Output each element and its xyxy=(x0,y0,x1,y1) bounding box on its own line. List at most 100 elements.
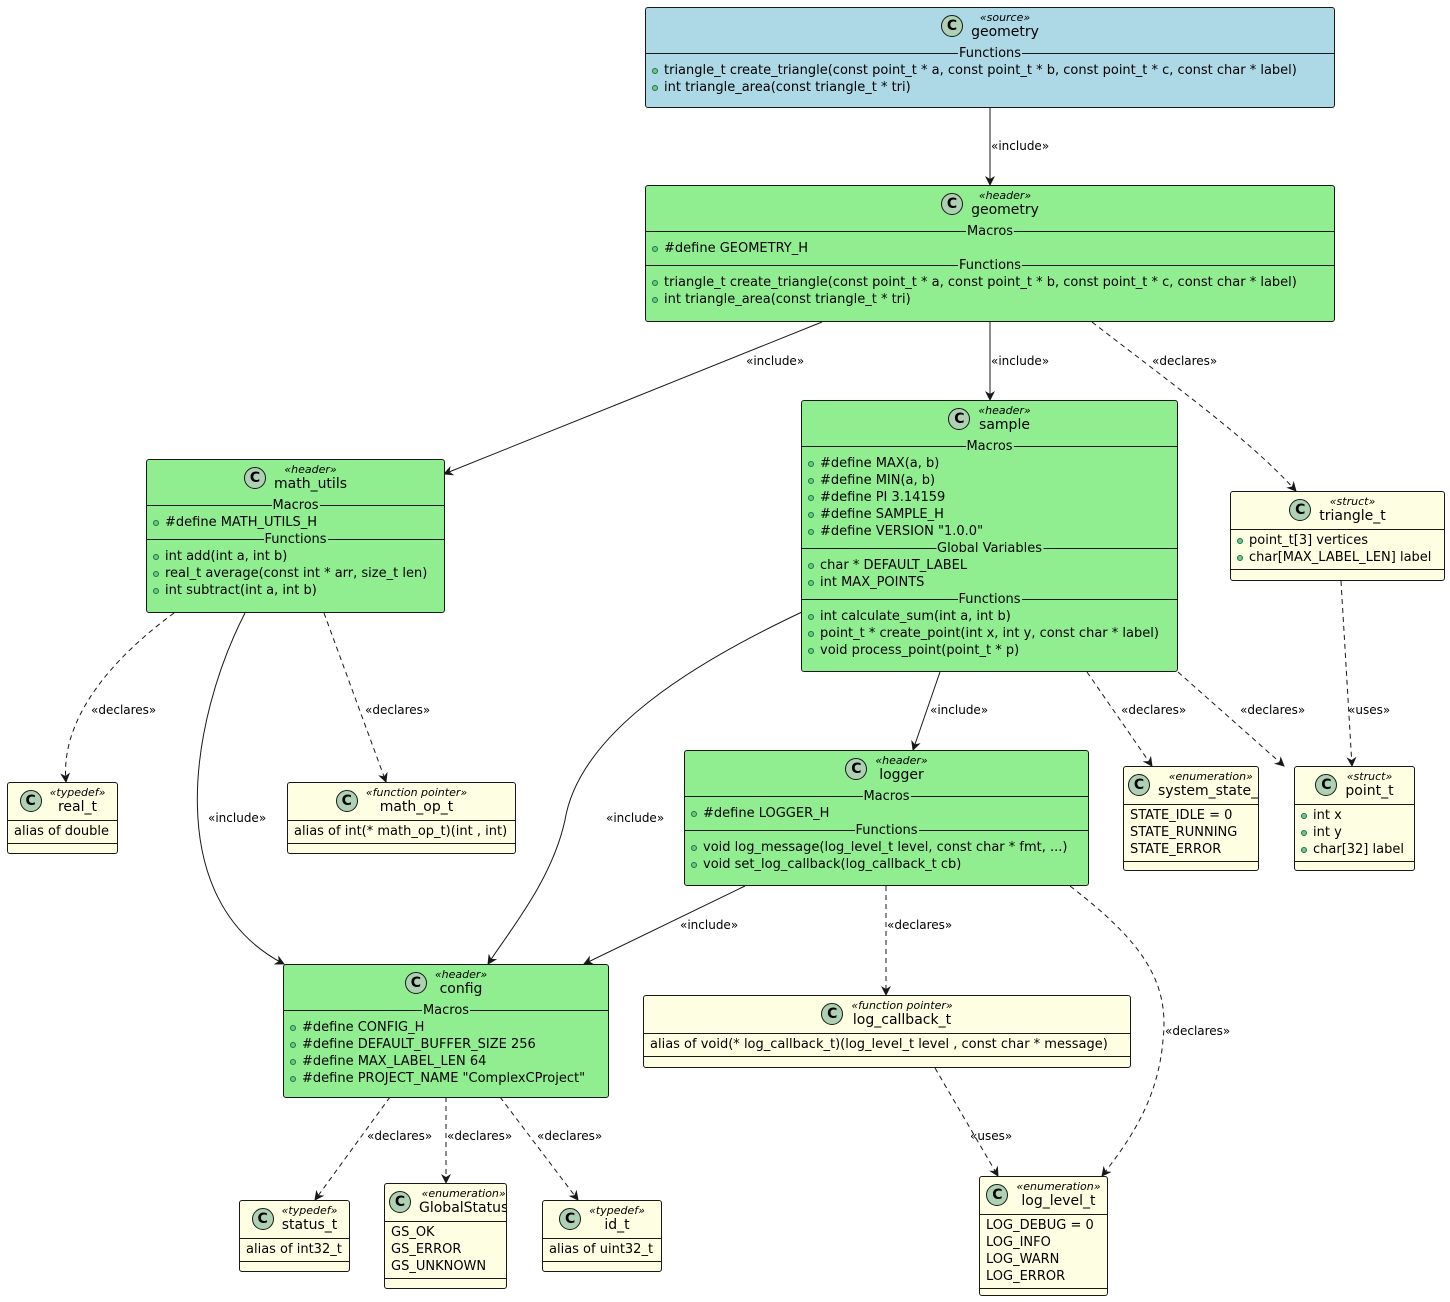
edge-sample-to-point xyxy=(1177,671,1285,767)
function-item: void set_log_callback(log_callback_t cb) xyxy=(685,856,1088,873)
class-name: geometry xyxy=(971,24,1039,40)
stereotype: «header» xyxy=(978,404,1031,417)
class-name: math_utils xyxy=(273,476,347,492)
enum-value: LOG_DEBUG = 0 xyxy=(986,1218,1094,1233)
function-item: int triangle_area(const triangle_t * tri… xyxy=(646,291,1334,308)
function-item: int subtract(int a, int b) xyxy=(147,582,444,599)
function-item: int calculate_sum(int a, int b) xyxy=(802,608,1177,625)
enum-value: GS_OK xyxy=(391,1225,435,1240)
class-icon: C xyxy=(948,408,971,430)
function-item: int add(int a, int b) xyxy=(147,548,444,565)
class-math-op-t[interactable]: C «function pointer» math_op_t alias of … xyxy=(287,782,516,854)
stereotype: «enumeration» xyxy=(421,1187,506,1200)
enum-value: STATE_RUNNING xyxy=(1130,825,1238,840)
class-icon: C xyxy=(404,972,427,994)
enum-value: LOG_ERROR xyxy=(986,1269,1066,1284)
class-status-t[interactable]: C «typedef» status_t alias of int32_t xyxy=(239,1200,350,1272)
class-icon: C xyxy=(19,790,42,812)
field-item: point_t[3] vertices xyxy=(1231,532,1444,549)
edge-label-declares: «declares» xyxy=(1165,1024,1231,1038)
class-log-level-t[interactable]: C «enumeration» log_level_t LOG_DEBUG = … xyxy=(979,1176,1108,1296)
class-name: config xyxy=(439,981,483,997)
section-macros: Macros xyxy=(685,788,1088,805)
edge-label-declares: «declares» xyxy=(1240,703,1306,717)
macro-item: #define DEFAULT_BUFFER_SIZE 256 xyxy=(284,1036,608,1053)
section-macros: Macros xyxy=(802,438,1177,455)
class-name: GlobalStatus xyxy=(419,1200,507,1216)
class-system-state-t[interactable]: C «enumeration» system_state_t STATE_IDL… xyxy=(1123,766,1259,871)
stereotype: «function pointer» xyxy=(365,786,468,799)
field-item: char[32] label xyxy=(1295,841,1414,858)
edge-sample-to-system-state xyxy=(1086,671,1153,767)
macro-item: #define GEOMETRY_H xyxy=(646,240,1334,257)
edge-label-declares: «declares» xyxy=(367,1129,433,1143)
field-item: int y xyxy=(1295,824,1414,841)
class-triangle-t[interactable]: C «struct» triangle_t point_t[3] vertice… xyxy=(1230,491,1445,581)
class-geometry-source[interactable]: C «source» geometry Functions triangle_t… xyxy=(645,7,1335,108)
class-config[interactable]: C «header» config Macros #define CONFIG_… xyxy=(283,964,609,1098)
stereotype: «header» xyxy=(284,463,337,476)
class-log-callback-t[interactable]: C «function pointer» log_callback_t alia… xyxy=(643,995,1131,1068)
class-logger[interactable]: C «header» logger Macros #define LOGGER_… xyxy=(684,750,1089,886)
edge-geometry-to-math-utils xyxy=(443,321,823,476)
function-item: triangle_t create_triangle(const point_t… xyxy=(646,274,1334,291)
class-name: sample xyxy=(979,417,1030,433)
global-item: int MAX_POINTS xyxy=(802,574,1177,591)
macro-item: #define MIN(a, b) xyxy=(802,472,1177,489)
section-macros: Macros xyxy=(284,1002,608,1019)
macro-item: #define MATH_UTILS_H xyxy=(147,514,444,531)
edge-label-declares: «declares» xyxy=(1152,354,1218,368)
class-name: id_t xyxy=(604,1217,630,1233)
stereotype: «source» xyxy=(979,11,1031,24)
function-item: int triangle_area(const triangle_t * tri… xyxy=(646,79,1334,96)
class-point-t[interactable]: C «struct» point_t int x int y char[32] … xyxy=(1294,766,1415,871)
class-id-t[interactable]: C «typedef» id_t alias of uint32_t xyxy=(542,1200,662,1272)
class-icon: C xyxy=(389,1191,411,1213)
stereotype: «typedef» xyxy=(281,1204,338,1217)
stereotype: «struct» xyxy=(1346,770,1393,783)
edge-label-include: «include» xyxy=(991,354,1050,368)
class-icon: C xyxy=(986,1184,1009,1206)
alias-text: alias of uint32_t xyxy=(549,1242,654,1257)
stereotype: «function pointer» xyxy=(851,999,953,1012)
edge-label-declares: «declares» xyxy=(887,918,953,932)
class-icon: C xyxy=(251,1208,274,1230)
edge-label-include: «include» xyxy=(680,918,739,932)
section-functions: Functions xyxy=(147,531,444,548)
edge-label-uses: «uses» xyxy=(970,1129,1013,1143)
alias-text: alias of int(* math_op_t)(int , int) xyxy=(294,824,508,839)
class-icon: C xyxy=(335,790,358,812)
macro-item: #define CONFIG_H xyxy=(284,1019,608,1036)
class-math-utils[interactable]: C «header» math_utils Macros #define MAT… xyxy=(146,459,445,613)
class-real-t[interactable]: C «typedef» real_t alias of double xyxy=(7,782,118,854)
section-functions: Functions xyxy=(646,45,1334,62)
class-geometry-header[interactable]: C «header» geometry Macros #define GEOME… xyxy=(645,185,1335,322)
macro-item: #define PROJECT_NAME "ComplexCProject" xyxy=(284,1070,608,1087)
alias-text: alias of int32_t xyxy=(246,1242,342,1257)
stereotype: «header» xyxy=(875,754,928,767)
macro-item: #define MAX_LABEL_LEN 64 xyxy=(284,1053,608,1070)
edge-math-utils-to-real-t xyxy=(60,612,175,783)
class-name: real_t xyxy=(57,799,98,815)
function-item: triangle_t create_triangle(const point_t… xyxy=(646,62,1334,79)
edge-config-to-id xyxy=(499,1096,579,1201)
enum-value: STATE_ERROR xyxy=(1130,842,1222,857)
class-name: math_op_t xyxy=(379,799,454,815)
class-sample[interactable]: C «header» sample Macros #define MAX(a, … xyxy=(801,400,1178,672)
function-item: point_t * create_point(int x, int y, con… xyxy=(802,625,1177,642)
stereotype: «enumeration» xyxy=(1168,770,1253,783)
edge-label-include: «include» xyxy=(991,139,1050,153)
class-name: logger xyxy=(879,767,924,783)
class-icon: C xyxy=(845,758,868,780)
macro-item: #define PI 3.14159 xyxy=(802,489,1177,506)
enum-value: GS_ERROR xyxy=(391,1242,462,1257)
field-item: int x xyxy=(1295,807,1414,824)
class-global-status[interactable]: C «enumeration» GlobalStatus GS_OK GS_ER… xyxy=(384,1183,507,1289)
class-name: log_callback_t xyxy=(852,1012,952,1028)
class-name: geometry xyxy=(971,202,1039,218)
section-macros: Macros xyxy=(646,223,1334,240)
class-name: log_level_t xyxy=(1021,1193,1096,1209)
class-icon: C xyxy=(559,1208,582,1230)
edge-label-declares: «declares» xyxy=(365,703,431,717)
stereotype: «typedef» xyxy=(49,786,106,799)
